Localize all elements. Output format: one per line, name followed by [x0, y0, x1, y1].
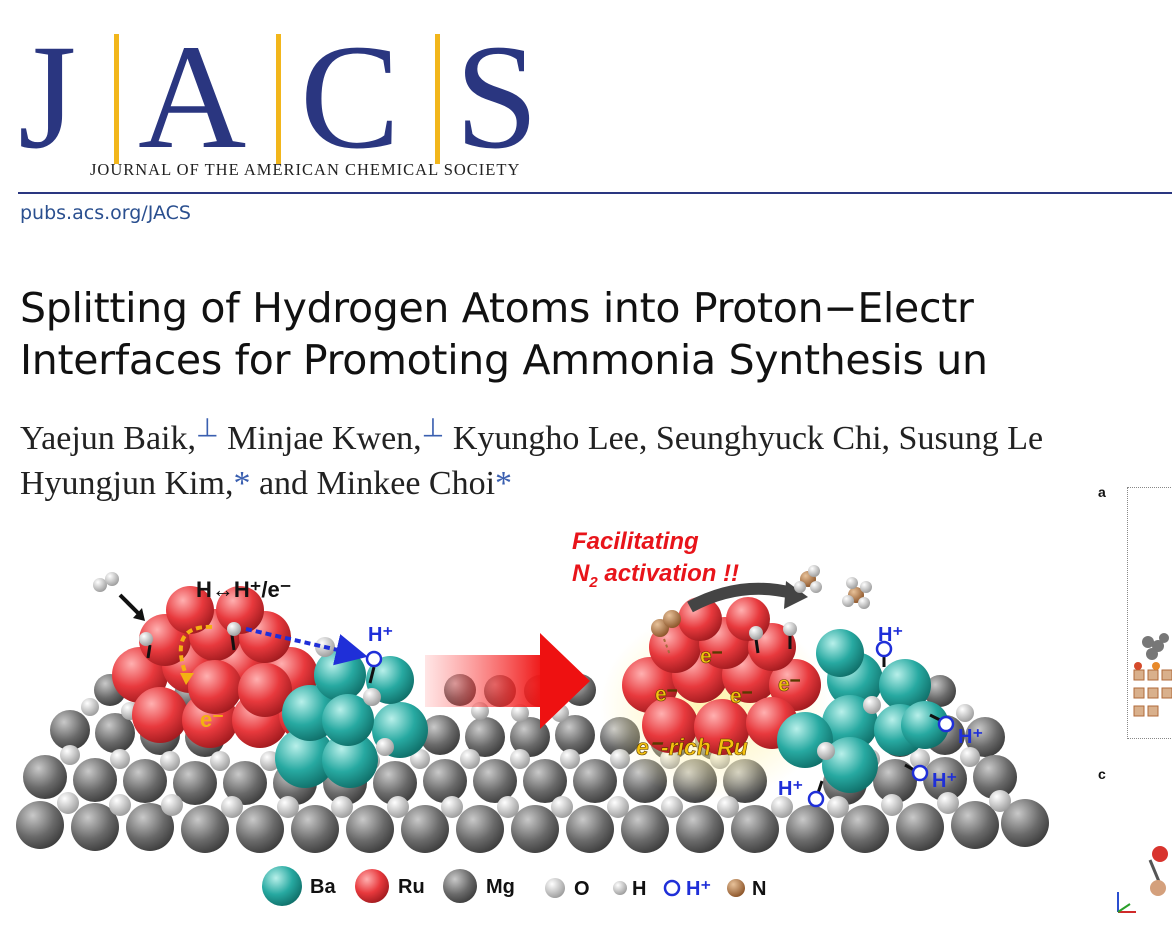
toc-graphic: H⁺ H↔H⁺/e⁻ e⁻ H⁺ H⁺ H⁺: [16, 528, 1049, 906]
legend-label-h-plus: H⁺: [686, 878, 711, 900]
side-figure-axes: [1117, 846, 1168, 913]
logo-divider: [435, 34, 440, 164]
electron-rich-label: e⁻-rich Ru: [636, 734, 748, 760]
n2-activation-annotation: H⁺ H⁺ H⁺ H⁺ e⁻ e⁻ e⁻ e⁻ e⁻-rich Ru Facil…: [572, 528, 983, 808]
title-line-1: Splitting of Hydrogen Atoms into Proton−…: [20, 284, 974, 332]
proton-label: H⁺: [368, 624, 393, 646]
equal-contribution-mark[interactable]: ⊥: [196, 413, 219, 443]
ru-cluster-left: [112, 586, 331, 748]
proton-label: H⁺: [958, 726, 983, 748]
author-name[interactable]: Kyungho Lee, Seunghyuck Chi, Susung Le: [452, 420, 1044, 457]
legend-swatch-h: [613, 881, 627, 895]
electron-label: e⁻: [200, 707, 224, 732]
legend-swatch-o: [545, 878, 565, 898]
transition-arrow: [425, 633, 590, 729]
proton-label: H⁺: [932, 770, 957, 792]
logo-letter-s: S: [455, 14, 539, 180]
logo-divider: [276, 34, 281, 164]
journal-logo: J A C S JOURNAL OF THE AMERICAN CHEMICAL…: [18, 22, 558, 182]
proton-label: H⁺: [778, 778, 803, 800]
author-list: Yaejun Baik,⊥ Minjae Kwen,⊥ Kyungho Lee,…: [20, 413, 1044, 506]
logo-letter-j: J: [18, 14, 77, 180]
logo-letter-c: C: [300, 14, 401, 180]
facilitating-label: Facilitating: [572, 528, 699, 555]
corresponding-mark[interactable]: *: [233, 465, 251, 502]
split-label: H↔H⁺/e⁻: [196, 577, 291, 602]
legend-swatch-mg: [443, 869, 477, 903]
h-split-annotation: H⁺ H↔H⁺/e⁻ e⁻: [93, 572, 393, 732]
legend-label-ru: Ru: [398, 876, 425, 898]
panel-label-a: a: [1098, 484, 1106, 500]
logo-letter-a: A: [138, 14, 247, 180]
n2-activation-label: N2 activation !!: [572, 560, 739, 591]
article-title: Splitting of Hydrogen Atoms into Proton−…: [20, 282, 988, 386]
author-name[interactable]: Minjae Kwen,: [227, 420, 422, 457]
author-line-2: Hyungjun Kim,* and Minkee Choi*: [20, 461, 1043, 506]
author-name[interactable]: Yaejun Baik,: [20, 420, 196, 457]
legend-label-h: H: [632, 878, 646, 900]
author-line-1: Yaejun Baik,⊥ Minjae Kwen,⊥ Kyungho Lee,…: [20, 413, 1044, 461]
legend-swatch-h-plus: [663, 879, 681, 897]
electron-label: e⁻: [730, 685, 753, 708]
legend-label-o: O: [574, 878, 590, 900]
ba-cluster-right: [777, 629, 949, 793]
title-line-2: Interfaces for Promoting Ammonia Synthes…: [20, 336, 988, 384]
electron-label: e⁻: [655, 683, 678, 706]
legend-label-mg: Mg: [486, 876, 515, 898]
logo-divider: [114, 34, 119, 164]
legend-swatch-ba: [262, 866, 302, 906]
corresponding-mark[interactable]: *: [495, 465, 513, 502]
side-figure-crystal: [1133, 633, 1172, 717]
journal-url-link[interactable]: pubs.acs.org/JACS: [20, 202, 191, 224]
legend-label-n: N: [752, 878, 766, 900]
author-name[interactable]: Hyungjun Kim,: [20, 465, 234, 502]
proton-label: H⁺: [878, 624, 903, 646]
equal-contribution-mark[interactable]: ⊥: [421, 413, 445, 443]
atom-legend: Ba Ru Mg O H H⁺ N: [262, 866, 766, 906]
legend-label-ba: Ba: [310, 876, 336, 898]
electron-label: e⁻: [778, 673, 801, 696]
header-rule: [18, 192, 1172, 194]
author-name[interactable]: and Minkee Choi: [258, 465, 496, 502]
panel-label-c: c: [1098, 766, 1106, 782]
electron-label: e⁻: [700, 645, 723, 668]
side-figure-frame: [1127, 487, 1172, 739]
legend-swatch-n: [727, 879, 745, 897]
legend-swatch-ru: [355, 869, 389, 903]
journal-subtitle: JOURNAL OF THE AMERICAN CHEMICAL SOCIETY: [90, 160, 521, 179]
